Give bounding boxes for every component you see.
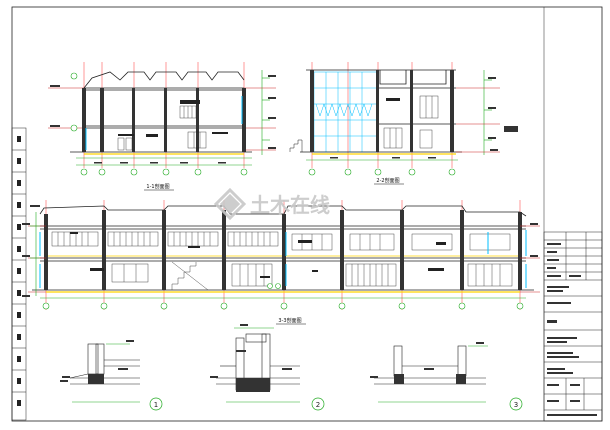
section-1-1-title: 1-1剖面图 bbox=[146, 183, 169, 190]
detail-1: 1 bbox=[60, 340, 163, 411]
detail-2: 2 bbox=[210, 324, 325, 411]
detail-3-number: 3 bbox=[514, 401, 518, 409]
section-3-3: 3-3剖面图 bbox=[22, 200, 540, 325]
detail-3-symbol-icon: 3 bbox=[509, 397, 523, 411]
title-block bbox=[543, 7, 603, 422]
section-3-3-title: 3-3剖面图 bbox=[278, 317, 301, 324]
detail-3: 3 bbox=[370, 342, 523, 411]
watermark: 土木在线 bbox=[213, 187, 330, 221]
detail-2-number: 2 bbox=[316, 401, 320, 409]
watermark-logo-icon bbox=[213, 187, 247, 221]
binding-strip bbox=[11, 127, 27, 421]
detail-2-symbol-icon: 2 bbox=[311, 397, 325, 411]
title-block-text-marks bbox=[547, 243, 597, 416]
section-2-2-title: 2-2剖面图 bbox=[376, 177, 399, 184]
section-2-2: 2-2剖面图 bbox=[289, 62, 518, 185]
detail-1-symbol-icon: 1 bbox=[149, 397, 163, 411]
section-1-1: 1-1剖面图 bbox=[48, 62, 276, 191]
detail-1-number: 1 bbox=[154, 401, 158, 409]
watermark-text: 土木在线 bbox=[250, 193, 330, 217]
binding-strip-marks bbox=[17, 136, 21, 406]
